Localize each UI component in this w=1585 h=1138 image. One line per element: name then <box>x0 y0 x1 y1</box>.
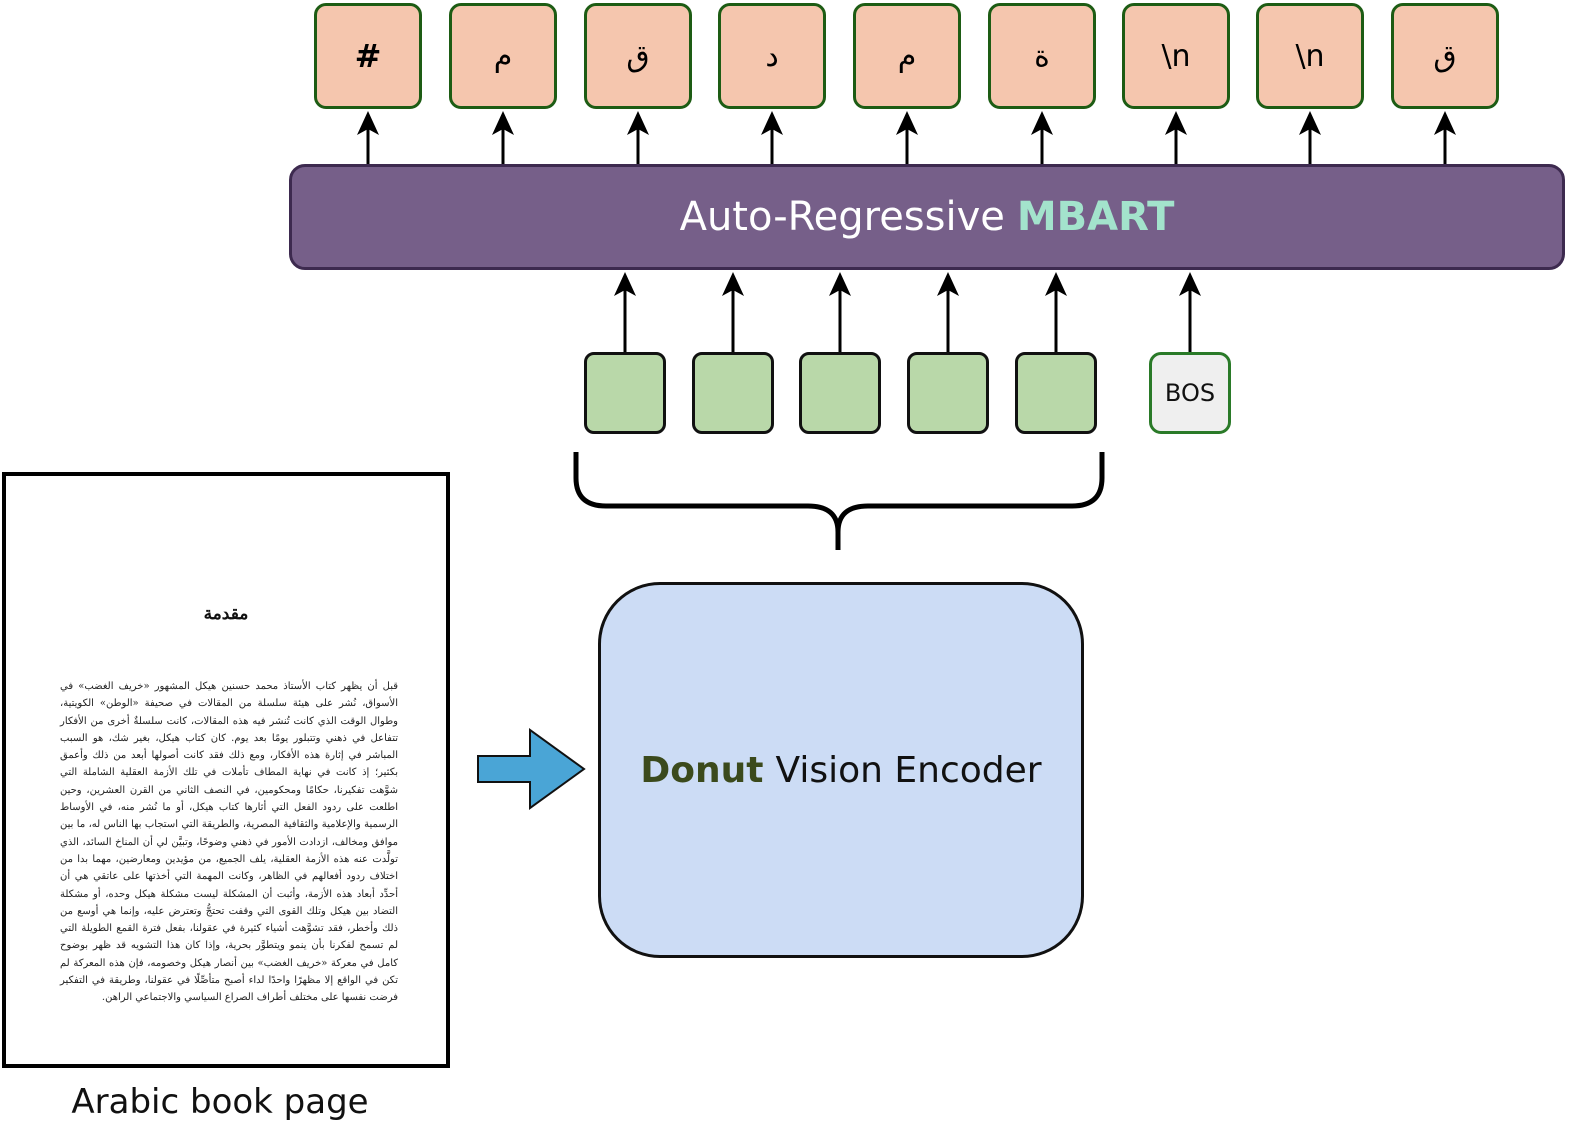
output-token-newline-2: \n <box>1256 3 1364 109</box>
brace <box>573 452 1105 550</box>
output-token-3: ق <box>584 3 692 109</box>
decoder-label-highlight: MBART <box>1016 194 1175 240</box>
output-arrow-7 <box>1165 111 1187 164</box>
embedding-box-5 <box>1015 352 1097 434</box>
output-token-hash: # <box>314 3 422 109</box>
output-token-4: د <box>718 3 826 109</box>
book-page-body: قبل أن يظهر كتاب الأستاذ محمد حسنين هيكل… <box>60 681 398 1004</box>
encoder-label: Vision Encoder <box>775 749 1042 791</box>
output-arrow-2 <box>492 111 514 164</box>
mbart-decoder: Auto-Regressive MBART <box>289 164 1565 270</box>
decoder-label: Auto-Regressive <box>679 194 1005 240</box>
input-arrow-4 <box>937 272 959 352</box>
output-arrow-1 <box>357 111 379 164</box>
input-arrow-6 <box>1179 272 1201 352</box>
output-arrow-4 <box>761 111 783 164</box>
donut-vision-encoder: Donut Vision Encoder <box>598 582 1084 958</box>
arabic-book-page: مقدمة قبل أن يظهر كتاب الأستاذ محمد حسني… <box>2 472 450 1068</box>
input-arrow-3 <box>829 272 851 352</box>
book-page-caption: Arabic book page <box>71 1082 369 1122</box>
output-token-2: م <box>449 3 557 109</box>
output-token-newline-1: \n <box>1122 3 1230 109</box>
output-token-6: ة <box>988 3 1096 109</box>
embedding-box-4 <box>907 352 989 434</box>
bos-token: BOS <box>1149 352 1231 434</box>
output-arrow-5 <box>896 111 918 164</box>
output-arrow-3 <box>627 111 649 164</box>
input-arrow-5 <box>1045 272 1067 352</box>
input-arrow-1 <box>614 272 636 352</box>
output-arrow-6 <box>1031 111 1053 164</box>
book-page-title: مقدمة <box>203 604 249 624</box>
output-token-9: ق <box>1391 3 1499 109</box>
embedding-box-1 <box>584 352 666 434</box>
embedding-box-3 <box>799 352 881 434</box>
encoder-label-highlight: Donut <box>640 749 764 791</box>
input-arrow-icon <box>477 728 586 810</box>
output-arrow-9 <box>1434 111 1456 164</box>
input-arrow-2 <box>722 272 744 352</box>
output-token-5: م <box>853 3 961 109</box>
output-arrow-8 <box>1299 111 1321 164</box>
embedding-box-2 <box>692 352 774 434</box>
